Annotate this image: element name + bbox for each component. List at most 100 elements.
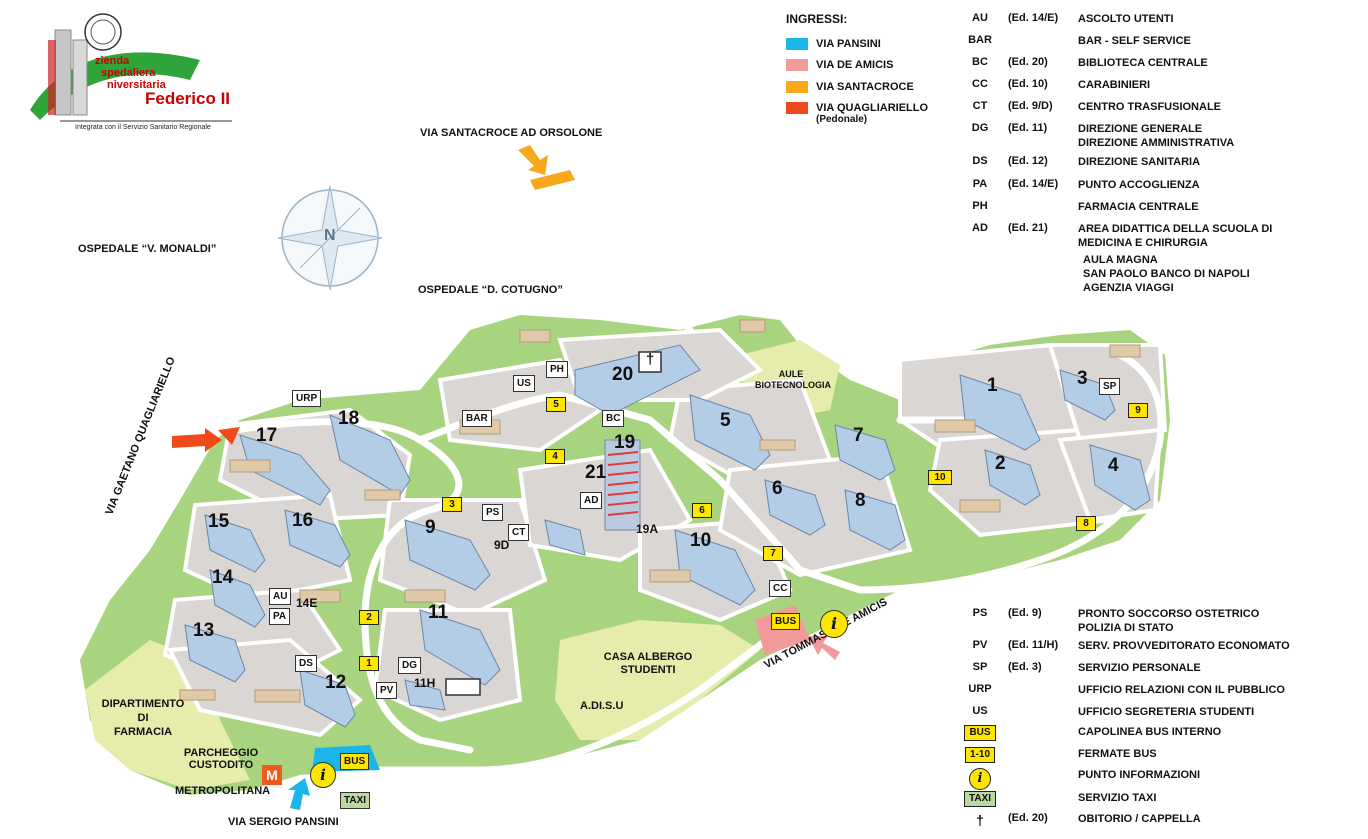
building-14e: 14E	[296, 596, 318, 610]
map-box-urp: URP	[292, 390, 322, 407]
casa-albergo-line1: CASA ALBERGO	[603, 651, 693, 663]
legend-desc: DIREZIONE SANITARIA	[1078, 156, 1201, 168]
legend-desc: FARMACIA CENTRALE	[1078, 201, 1199, 213]
building-17: 17	[256, 425, 278, 446]
legend-row-PH: PH FARMACIA CENTRALE	[960, 200, 1360, 216]
legend-abbr: PH	[972, 200, 988, 212]
building-11: 11	[428, 602, 449, 623]
map-box-ad: AD	[580, 492, 603, 509]
low-buildings	[179, 319, 1141, 703]
map-box-bus1: BUS	[771, 613, 801, 630]
legend-row-†: †(Ed. 20)OBITORIO / CAPPELLA	[960, 812, 1360, 828]
legend-ad-extra-2: AGENZIA VIAGGI	[1083, 282, 1174, 294]
monaldi-label: OSPEDALE “V. MONALDI”	[78, 243, 217, 255]
building-5: 5	[720, 410, 731, 431]
legend-abbr: 1-10	[960, 747, 1000, 763]
legend-abbr: AD	[972, 222, 988, 234]
legend-row-CT: CT(Ed. 9/D)CENTRO TRASFUSIONALE	[960, 100, 1360, 116]
legend-ed: (Ed. 14/E)	[1008, 12, 1059, 24]
building-18: 18	[338, 408, 360, 429]
aule-biotec-label: AULE BIOTECNOLOGIA	[755, 369, 831, 391]
aule-biotec-line2: BIOTECNOLOGIA	[755, 380, 831, 390]
legend-ad-extra-1: SAN PAOLO BANCO DI NAPOLI	[1083, 268, 1250, 280]
farmacia-line2: DI	[137, 712, 149, 724]
legend-ed: (Ed. 11/H)	[1008, 639, 1059, 651]
quagliariello-arrow	[172, 428, 222, 452]
legend-ed: (Ed. 3)	[1008, 661, 1042, 673]
ingresso-swatch	[786, 38, 808, 50]
empty-box	[445, 678, 481, 696]
ingresso-label: VIA SANTACROCE	[816, 81, 914, 93]
compass-north-label: N	[324, 227, 336, 244]
building-3: 3	[1077, 368, 1088, 389]
legend-desc: CAPOLINEA BUS INTERNO	[1078, 726, 1222, 738]
legend-abbr: BUS	[960, 725, 1000, 741]
bus-stop-10: 10	[928, 470, 952, 485]
legend-row-DS: DS(Ed. 12)DIREZIONE SANITARIA	[960, 155, 1360, 171]
metro-icon: M	[266, 767, 278, 783]
legend-desc: UFFICIO RELAZIONI CON IL PUBBLICO	[1078, 684, 1285, 696]
legend-abbr: CC	[972, 78, 988, 90]
ingresso-0: VIA PANSINI	[786, 38, 881, 52]
santacroce-gate	[530, 170, 575, 190]
legend-abbr: AU	[972, 12, 988, 24]
deamicis-arrow	[808, 636, 840, 660]
metropolitana-label: METROPOLITANA	[175, 785, 271, 797]
building-7: 7	[853, 425, 864, 446]
legend-desc: OBITORIO / CAPPELLA	[1078, 813, 1201, 825]
aule-biotec-line1: AULE	[778, 369, 804, 379]
map-box-ph: PH	[546, 361, 568, 378]
legend-desc: SERVIZIO PERSONALE	[1078, 662, 1201, 674]
building-13: 13	[193, 620, 215, 641]
santacroce-arrow	[518, 145, 548, 175]
legend-row-1-10: 1-10 FERMATE BUS	[960, 747, 1360, 763]
legend-ed: (Ed. 20)	[1008, 812, 1048, 824]
legend-row-AD: AD (Ed. 21) AREA DIDATTICA DELLA SCUOLA DI…	[960, 222, 1360, 249]
legend-desc: BAR - SELF SERVICE	[1078, 35, 1191, 47]
legend-row-BUS: BUS CAPOLINEA BUS INTERNO	[960, 725, 1360, 741]
legend-abbr: PS	[972, 607, 988, 619]
building-19a: 19A	[636, 522, 659, 536]
legend-desc: BIBLIOTECA CENTRALE	[1078, 57, 1208, 69]
legend-abbr: US	[972, 705, 988, 717]
casa-albergo-label: CASA ALBERGO STUDENTI	[598, 651, 698, 677]
legend-ad-extra-0: AULA MAGNA	[1083, 254, 1158, 266]
legend-abbr: i	[960, 768, 1000, 790]
bus-stop-6: 6	[692, 503, 712, 518]
map-box-bar: BAR	[462, 410, 492, 427]
santacroce-road-label: VIA SANTACROCE AD ORSOLONE	[420, 127, 603, 139]
bus-stop-1: 1	[359, 656, 379, 671]
legend-row-SP: SP (Ed. 3) SERVIZIO PERSONALE	[960, 661, 1360, 677]
ingresso-swatch	[786, 81, 808, 93]
map-box-cc: CC	[769, 580, 792, 597]
ingresso-3: VIA QUAGLIARIELLO(Pedonale)	[786, 102, 928, 125]
ingresso-label: VIA DE AMICIS	[816, 59, 894, 71]
building-1: 1	[987, 375, 998, 396]
map-box-bus2: BUS	[340, 753, 370, 770]
map-box-cross: †	[646, 351, 655, 368]
building-10: 10	[690, 530, 712, 551]
building-8: 8	[855, 490, 866, 511]
map-box-bc: BC	[602, 410, 625, 427]
tower-19-stripes	[607, 451, 639, 516]
legend-ed: (Ed. 11)	[1008, 122, 1048, 134]
parcheggio-label: PARCHEGGIO CUSTODITO	[180, 747, 262, 771]
legend-abbr: SP	[972, 661, 988, 673]
building-9d: 9D	[494, 538, 510, 552]
bus-stop-3: 3	[442, 497, 462, 512]
parcheggio-line1: PARCHEGGIO	[183, 747, 259, 759]
building-14: 14	[212, 567, 234, 588]
building-15: 15	[208, 511, 230, 532]
legend-row-CC: CC(Ed. 10)CARABINIERI	[960, 78, 1360, 94]
bus-stop-2: 2	[359, 610, 379, 625]
building-4: 4	[1108, 455, 1119, 476]
adisu-label: A.DI.S.U	[580, 700, 624, 712]
legend-ed: (Ed. 21)	[1008, 222, 1048, 234]
legend-desc: FERMATE BUS	[1078, 748, 1157, 760]
